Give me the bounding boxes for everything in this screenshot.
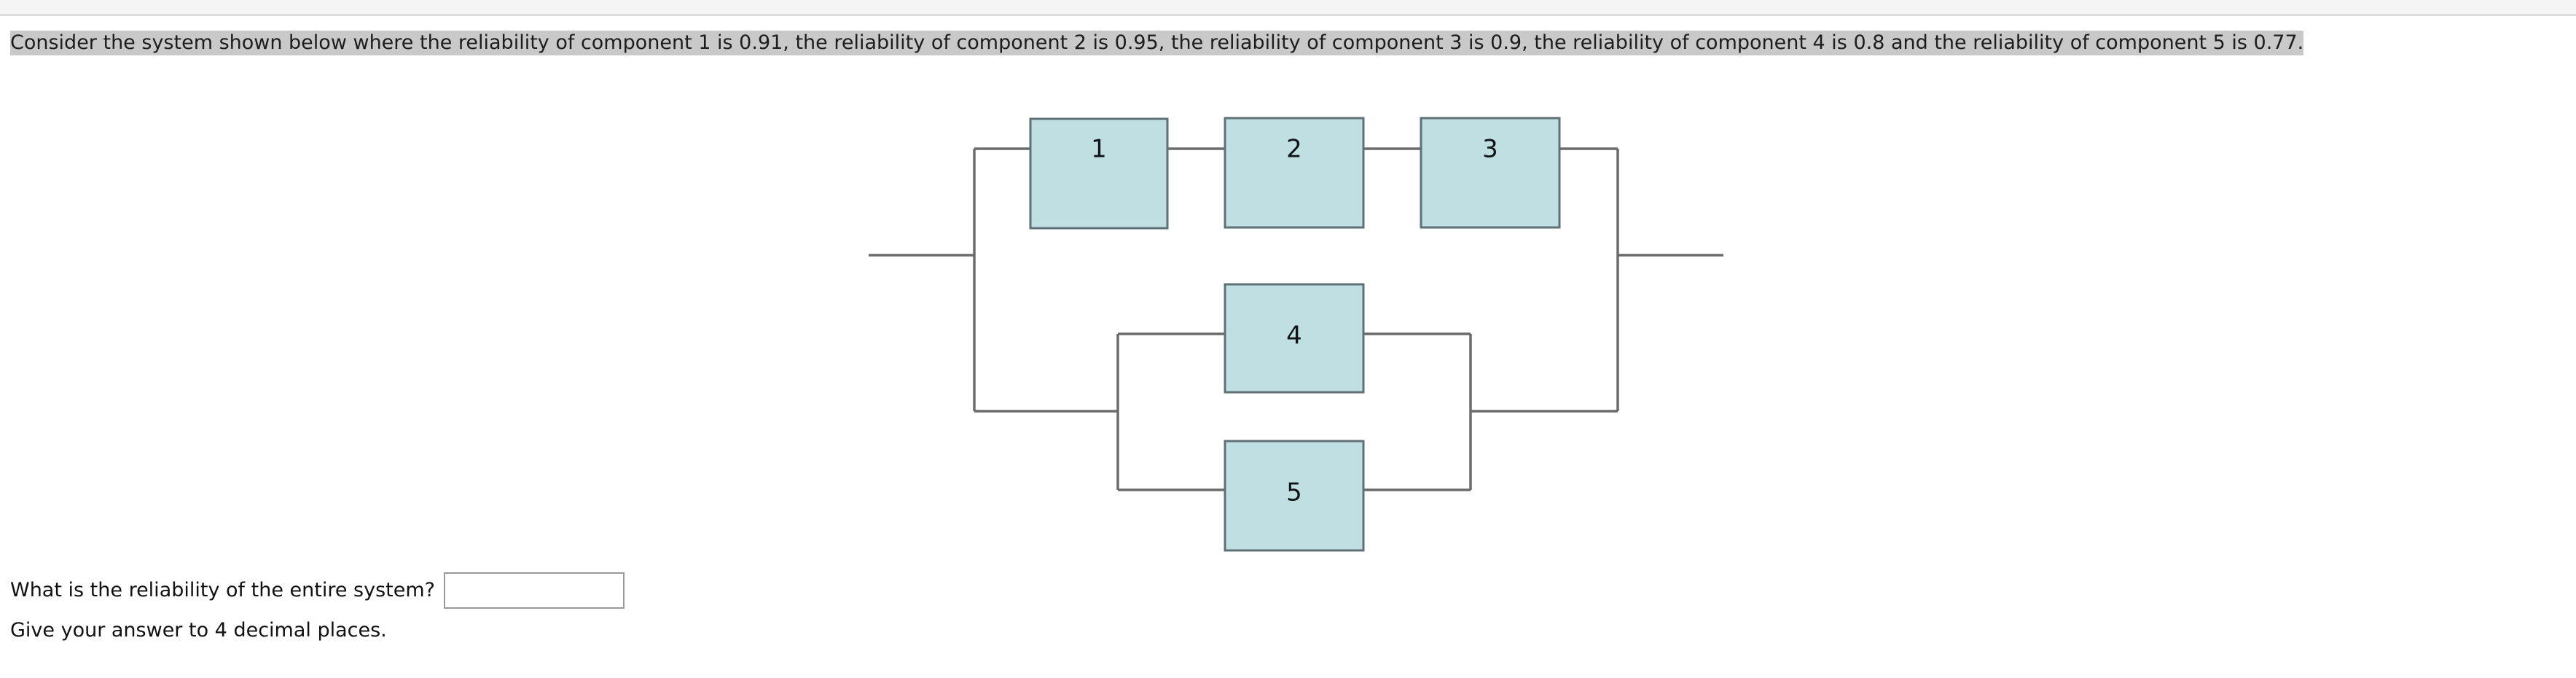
block-1-label: 1 xyxy=(1091,135,1107,164)
component-block-1: 1 xyxy=(1029,117,1169,230)
block-1-rect xyxy=(1029,117,1169,230)
diagram-svg: 1 2 3 4 5 xyxy=(869,117,1723,552)
answer-precision-note: Give your answer to 4 decimal places. xyxy=(10,619,387,642)
question-stem: Consider the system shown below where th… xyxy=(10,28,2568,58)
block-3-rect xyxy=(1420,117,1561,229)
block-5-rect xyxy=(1224,440,1365,552)
block-2-label: 2 xyxy=(1286,135,1302,164)
component-block-5: 5 xyxy=(1224,440,1365,552)
answer-row: What is the reliability of the entire sy… xyxy=(10,572,625,609)
block-2-rect xyxy=(1224,117,1365,229)
block-3-label: 3 xyxy=(1482,135,1498,164)
top-chrome-strip xyxy=(0,0,2576,16)
component-block-3: 3 xyxy=(1420,117,1561,229)
answer-question-label: What is the reliability of the entire sy… xyxy=(10,579,435,601)
component-block-4: 4 xyxy=(1224,283,1365,394)
block-4-label: 4 xyxy=(1286,322,1302,351)
diagram-wiring xyxy=(869,147,1723,491)
block-5-label: 5 xyxy=(1286,478,1302,507)
reliability-block-diagram: 1 2 3 4 5 xyxy=(0,102,2576,569)
block-4-rect xyxy=(1224,283,1365,394)
reliability-answer-input[interactable] xyxy=(443,572,625,609)
component-block-2: 2 xyxy=(1224,117,1365,229)
question-stem-text: Consider the system shown below where th… xyxy=(10,31,2304,55)
